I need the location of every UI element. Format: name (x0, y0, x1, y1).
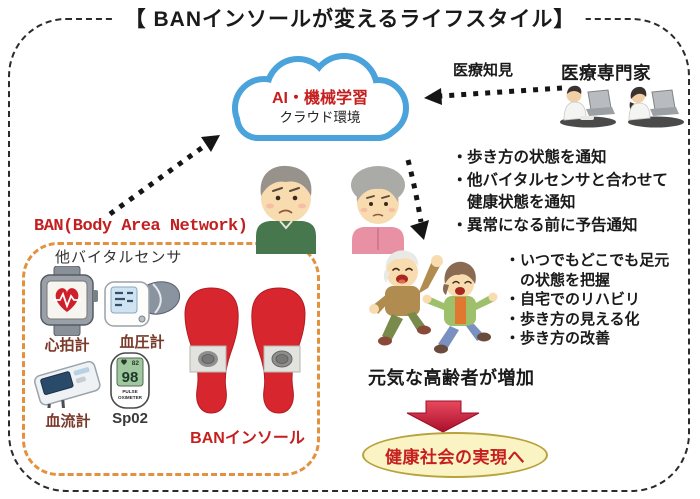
spo2-big-value: 98 (122, 369, 139, 386)
goal-ellipse: 健康社会の実現へ (362, 432, 548, 478)
ban-network-box (22, 242, 320, 476)
page-title: 【 BANインソールが変えるライフスタイル】 (114, 3, 586, 33)
list-item: ・歩き方の改善 (505, 330, 611, 347)
list-item: ・自宅でのリハビリ (505, 291, 641, 308)
down-arrow-icon (406, 400, 480, 433)
ban-network-title: BAN(Body Area Network) (34, 217, 248, 236)
cloud-to-user-arrow-icon (405, 159, 429, 240)
spo2-label: Sp02 (112, 410, 148, 427)
cloud-ai-label: AI・機械学習 (271, 90, 368, 107)
list-item: ・いつでもどこでも足元 (505, 252, 670, 269)
ban-to-cloud-arrow-icon (108, 135, 220, 217)
benefit-list: ・いつでもどこでも足元 の状態を把握 ・自宅でのリハビリ ・歩き方の見える化 ・… (505, 251, 697, 349)
medical-knowledge-label: 医療知見 (453, 62, 514, 79)
healthy-elderly-label: 元気な高齢者が増加 (368, 368, 535, 388)
notify-list: ・歩き方の状態を通知 ・他バイタルセンサと合わせて 健康状態を通知 ・異常になる… (452, 147, 692, 237)
pulse-oximeter-icon: 82 98 PULSE OXIMETER (110, 352, 150, 409)
blood-pressure-label: 血圧計 (119, 334, 165, 351)
medical-experts-icon (560, 85, 684, 128)
list-item: 健康状態を通知 (467, 194, 576, 211)
happy-elderly-couple-icon (369, 250, 498, 354)
list-item: ・歩き方の見える化 (505, 310, 640, 328)
spo2-small-value: 82 (132, 360, 140, 367)
blood-flow-meter-icon (34, 360, 101, 408)
heart-rate-watch-icon (40, 266, 98, 336)
blood-flow-label: 血流計 (45, 413, 91, 430)
cloud-env-label: クラウド環境 (279, 110, 361, 125)
list-item: ・異常になる前に予告通知 (452, 216, 638, 234)
list-item: の状態を把握 (520, 271, 611, 289)
list-item: ・他バイタルセンサと合わせて (452, 171, 668, 189)
goal-label: 健康社会の実現へ (385, 447, 525, 467)
medical-expert-label: 医療専門家 (561, 63, 651, 83)
heart-rate-label: 心拍計 (44, 337, 90, 354)
worried-elderly-couple-icon (256, 165, 405, 254)
cloud-icon (232, 53, 409, 141)
ban-insoles-icon (184, 287, 306, 414)
ban-insole-label: BANインソール (190, 430, 305, 447)
oximeter-caption-2: OXIMETER (118, 395, 143, 400)
expert-to-cloud-arrow-icon (424, 85, 563, 105)
oximeter-caption-1: PULSE (122, 389, 137, 394)
list-item: ・歩き方の状態を通知 (452, 149, 607, 166)
blood-pressure-monitor-icon (104, 281, 181, 327)
vital-sensors-heading: 他バイタルセンサ (55, 249, 183, 266)
